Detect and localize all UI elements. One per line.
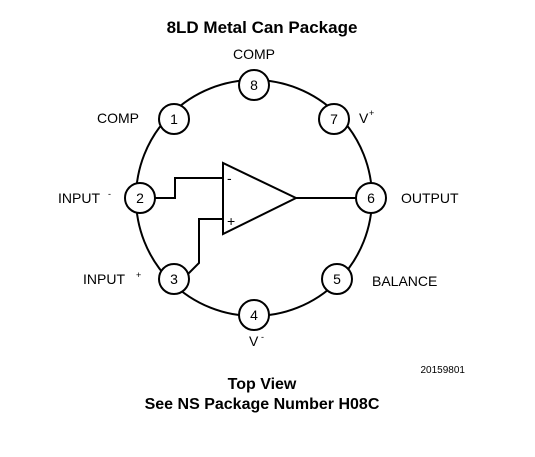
pin-5-number: 5 — [333, 271, 341, 287]
pin-2-superscript: - — [108, 189, 111, 199]
pin-6-label: OUTPUT — [401, 190, 459, 206]
pin-7-superscript: + — [369, 108, 374, 118]
footer-package-number: See NS Package Number H08C — [145, 396, 380, 413]
pin-8-label: COMP — [233, 46, 275, 62]
pin-7-number: 7 — [330, 111, 338, 127]
drawing-number: 20159801 — [421, 365, 466, 376]
pin-8-circle — [238, 69, 270, 101]
pin-8-number: 8 — [250, 77, 258, 93]
pin-2-label: INPUT — [58, 190, 100, 206]
pin-4-circle — [238, 299, 270, 331]
pin-4-number: 4 — [250, 307, 258, 323]
pin-3-superscript: + — [136, 270, 141, 280]
pin-1-circle — [158, 103, 190, 135]
pin-4-label: V — [249, 333, 259, 349]
pin-5-label: BALANCE — [372, 273, 437, 289]
pin-1-number: 1 — [170, 111, 178, 127]
footer-view-label: Top View — [228, 376, 297, 393]
opamp-minus-sign: - — [227, 170, 232, 186]
pin-3-number: 3 — [170, 271, 178, 287]
pin-1-label: COMP — [97, 110, 139, 126]
wire-inverting-input — [155, 177, 223, 199]
pin-6-number: 6 — [367, 190, 375, 206]
wire-noninverting-input — [184, 218, 223, 278]
pin-7-label: V — [359, 110, 369, 126]
pin-3-label: INPUT — [83, 271, 125, 287]
pin-2-circle — [124, 182, 156, 214]
pin-6-circle — [355, 182, 387, 214]
pin-7-circle — [318, 103, 350, 135]
pin-5-circle — [321, 263, 353, 295]
pin-3-circle — [158, 263, 190, 295]
pin-2-number: 2 — [136, 190, 144, 206]
diagram-title: 8LD Metal Can Package — [167, 18, 358, 37]
pin-4-superscript: - — [261, 332, 264, 342]
opamp-plus-sign: + — [227, 213, 235, 229]
opamp-triangle-symbol — [222, 161, 299, 236]
